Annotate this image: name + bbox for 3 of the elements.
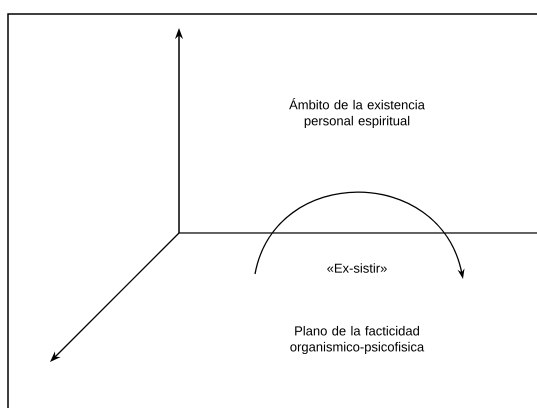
- region-label: Plano de la facticidad organismico-psicofisica: [290, 326, 424, 354]
- region-label: Ámbito de la existencia personal espiritual: [289, 98, 425, 128]
- arrow-label: «Ex-sistir»: [327, 263, 387, 273]
